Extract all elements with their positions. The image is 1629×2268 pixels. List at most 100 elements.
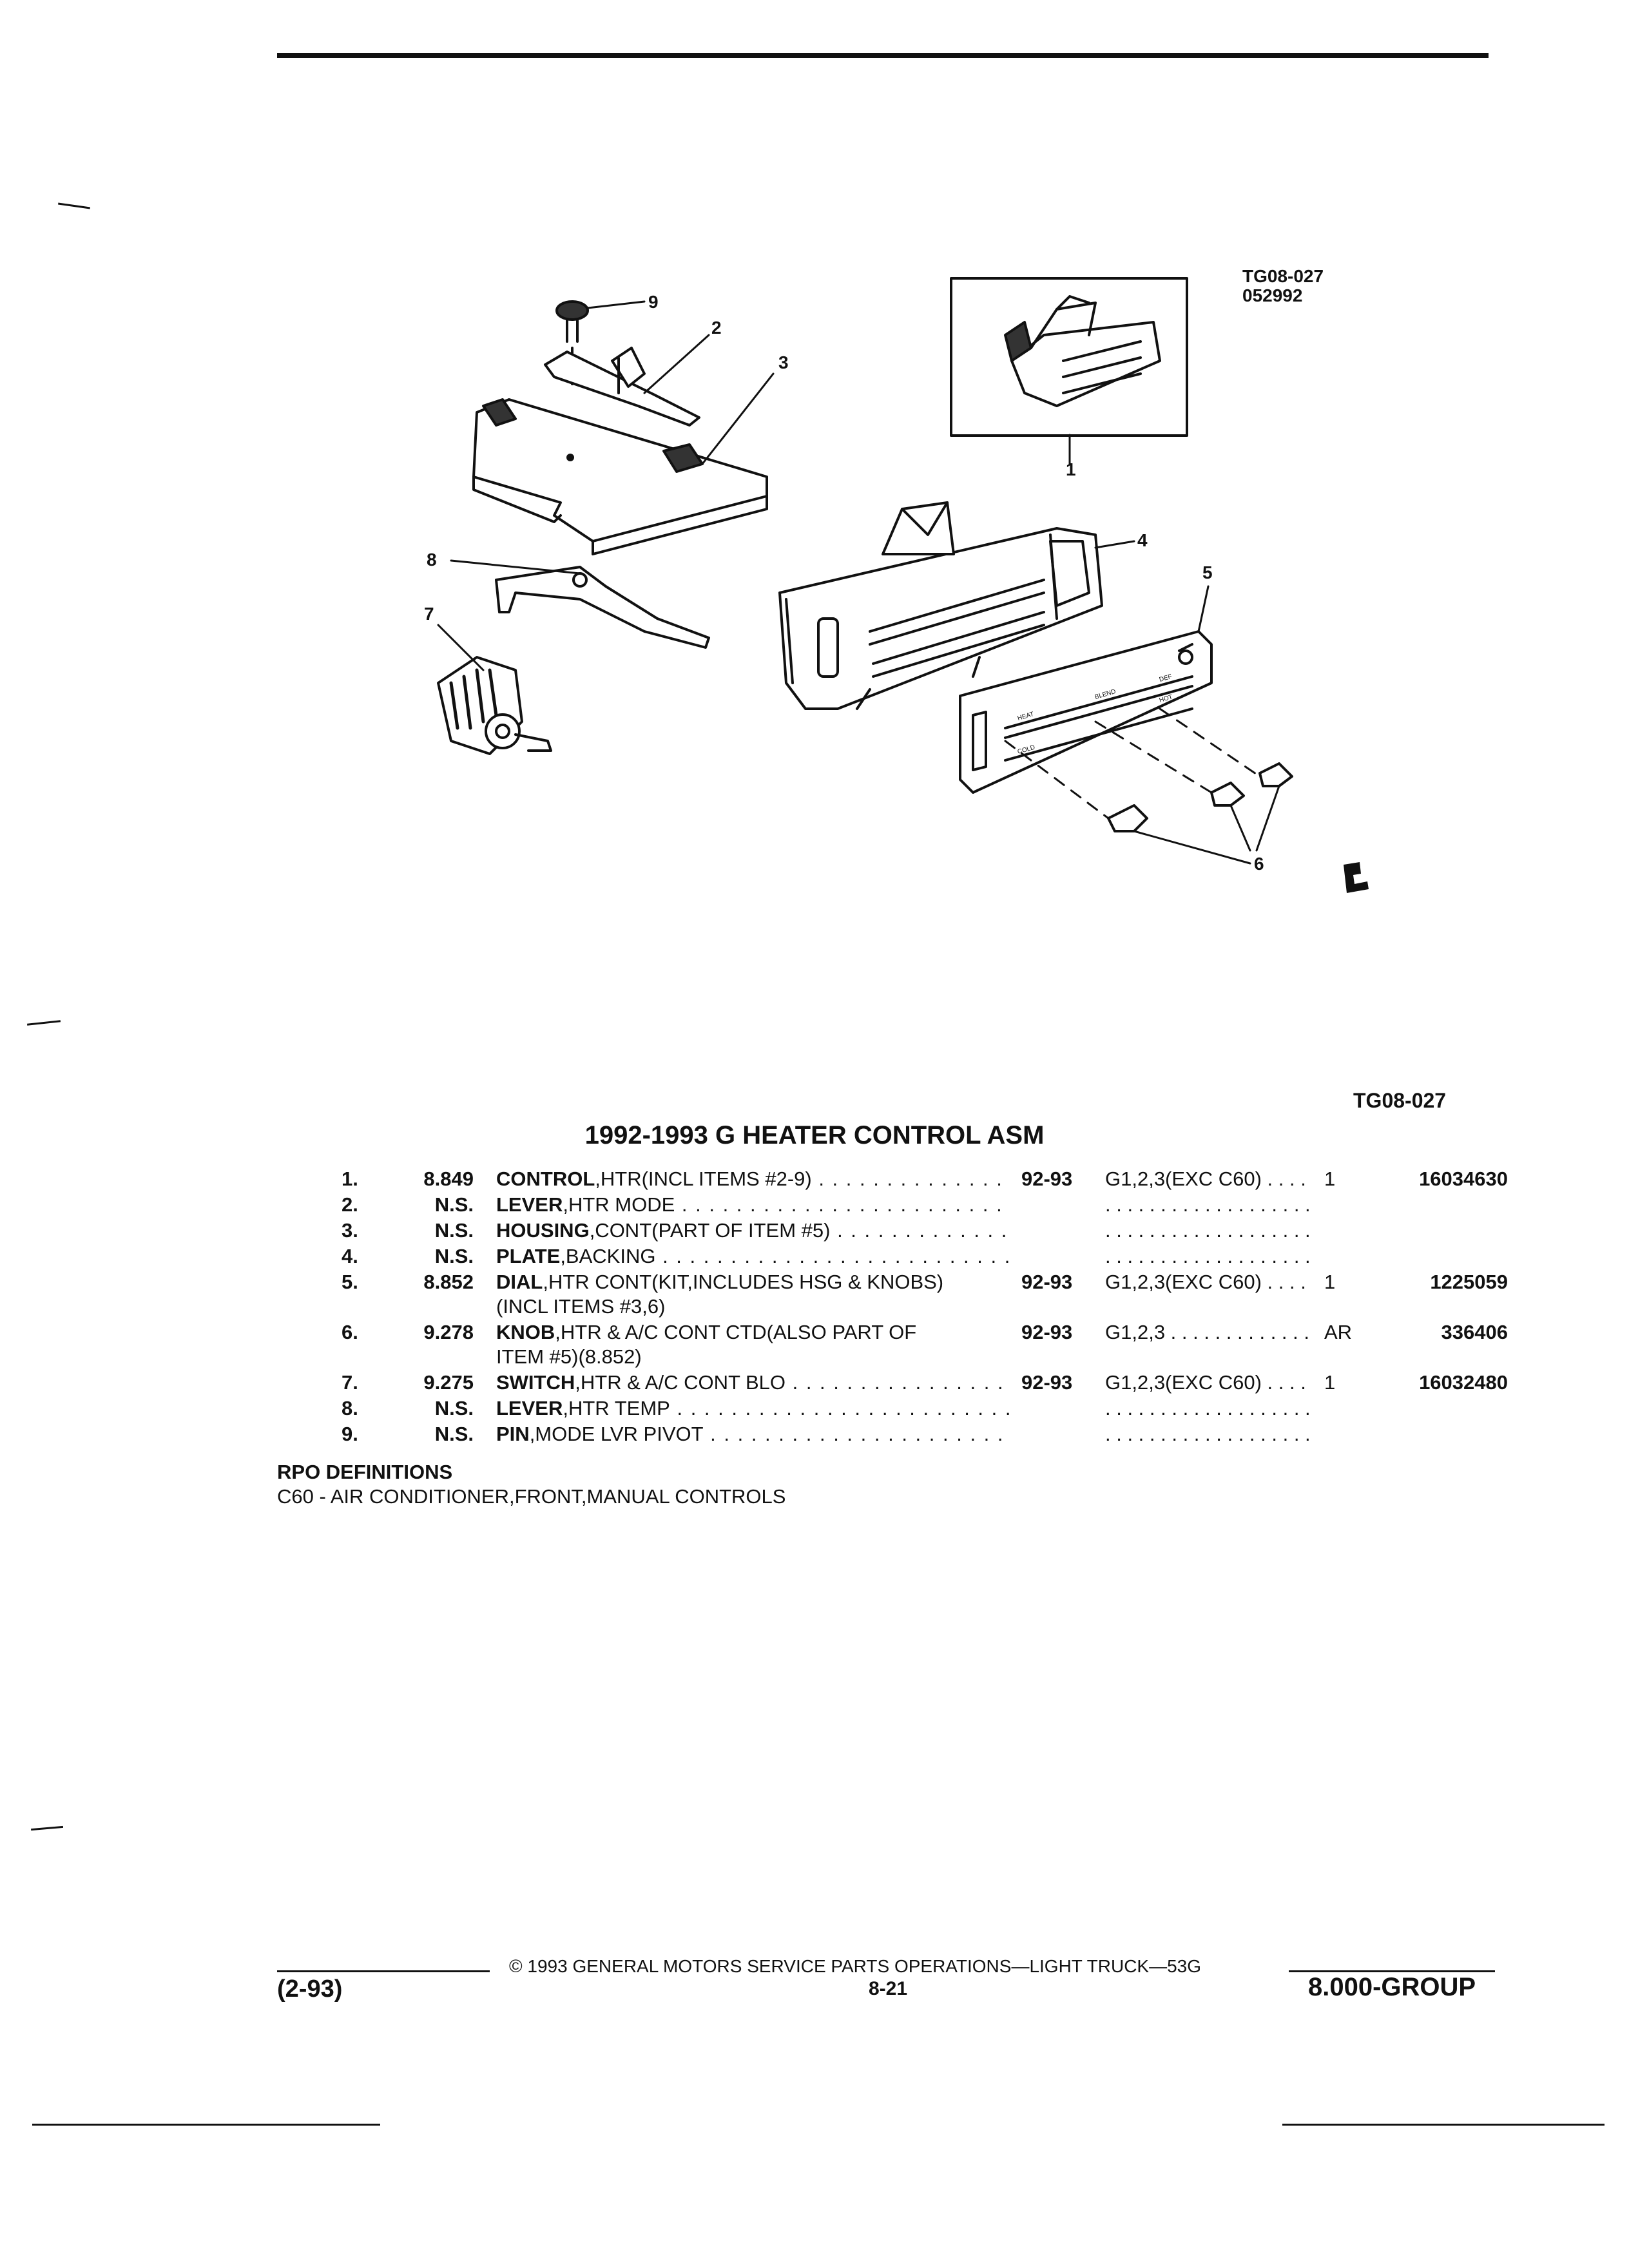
- catalog-code: N.S.: [434, 1245, 474, 1267]
- heater-control-exploded-diagram: HEAT BLEND DEF COLD HOT 1 2 3 4 5 6 7 8 …: [424, 277, 1369, 893]
- model-years: 92-93: [1021, 1321, 1073, 1343]
- knobs-drawing: [1107, 762, 1293, 832]
- quantity: 1: [1324, 1271, 1336, 1293]
- catalog-code: 9.275: [423, 1371, 474, 1394]
- table-row: 9.N.S.PIN,MODE LVR PIVOT . . . . . . . .…: [316, 1423, 1527, 1448]
- part-description: PIN,MODE LVR PIVOT . . . . . . . . . . .…: [496, 1423, 1012, 1446]
- part-name: CONTROL: [496, 1168, 595, 1190]
- part-name: PLATE: [496, 1245, 561, 1267]
- leader-dots: . . . . . . . . . . . . . . . . . . . . …: [818, 1168, 1012, 1190]
- part-detail: ,HTR MODE: [563, 1193, 675, 1216]
- part-detail: ,HTR(INCL ITEMS #2-9): [595, 1168, 812, 1190]
- leader-dots: . . . . . . . . . . . . . . . . . . . . …: [1105, 1423, 1311, 1445]
- part-name: LEVER: [496, 1397, 563, 1419]
- application: G1,2,3 . . . . . . . . . . . . . . . . .…: [1105, 1321, 1311, 1344]
- backing-plate-drawing: [472, 398, 768, 555]
- part-name: DIAL: [496, 1271, 543, 1293]
- catalog-code: N.S.: [434, 1423, 474, 1445]
- item-number: 3.: [342, 1219, 358, 1242]
- rpo-definition: C60 - AIR CONDITIONER,FRONT,MANUAL CONTR…: [277, 1485, 786, 1508]
- section-title: 1992-1993 G HEATER CONTROL ASM: [584, 1121, 1045, 1149]
- application: G1,2,3(EXC C60) . . . . . . . . . . . . …: [1105, 1271, 1311, 1294]
- leader-dots: . . . . . . . . . . . . . . . . . . . . …: [1267, 1371, 1311, 1394]
- leader-dots: . . . . . . . . . . . . . . . . . . . . …: [677, 1397, 1012, 1419]
- figure-reference: TG08-027 052992: [1242, 267, 1324, 305]
- part-description: SWITCH,HTR & A/C CONT BLO . . . . . . . …: [496, 1371, 1012, 1394]
- part-name: PIN: [496, 1423, 530, 1445]
- rpo-heading: RPO DEFINITIONS: [277, 1461, 453, 1483]
- callout-4: 4: [1137, 530, 1148, 550]
- part-name: SWITCH: [496, 1371, 575, 1394]
- application: . . . . . . . . . . . . . . . . . . . . …: [1105, 1245, 1311, 1268]
- catalog-code: 8.852: [423, 1271, 474, 1293]
- figure-date: 052992: [1242, 285, 1303, 305]
- part-number: 16034630: [1419, 1168, 1508, 1190]
- parts-list: 1. 8.849 CONTROL,HTR(INCL ITEMS #2-9) . . …: [316, 1168, 1527, 1448]
- table-row: 6. 9.278 KNOB,HTR & A/C CONT CTD(ALSO PART…: [316, 1321, 1527, 1371]
- table-row: 1. 8.849 CONTROL,HTR(INCL ITEMS #2-9) . . …: [316, 1168, 1527, 1193]
- mode-lever-drawing: [544, 347, 700, 427]
- top-rule: [277, 53, 1489, 58]
- callout-labels: 1 2 3 4 5 6 7 8 9: [424, 292, 1264, 874]
- catalog-code: 9.278: [423, 1321, 474, 1343]
- part-detail: ,HTR CONT(KIT,INCLUDES HSG & KNOBS): [543, 1271, 944, 1293]
- application: . . . . . . . . . . . . . . . . . . . . …: [1105, 1219, 1311, 1242]
- leader-dots: . . . . . . . . . . . . . . . . . . . . …: [1105, 1245, 1311, 1267]
- leader-dots: . . . . . . . . . . . . . . . . . . . . …: [710, 1423, 1012, 1445]
- footer-copyright: © 1993 GENERAL MOTORS SERVICE PARTS OPER…: [509, 1956, 1202, 1976]
- application-text: G1,2,3(EXC C60): [1105, 1371, 1262, 1394]
- leader-dots: . . . . . . . . . . . . . . . . . . . . …: [792, 1371, 1012, 1394]
- item-number: 1.: [342, 1168, 358, 1190]
- part-detail: ,HTR & A/C CONT BLO: [575, 1371, 786, 1394]
- leader-dots: . . . . . . . . . . . . . . . . . . . . …: [1267, 1168, 1311, 1190]
- callout-1: 1: [1066, 459, 1076, 479]
- svg-text:DEF: DEF: [1159, 673, 1173, 684]
- callout-6: 6: [1254, 854, 1264, 874]
- application: . . . . . . . . . . . . . . . . . . . . …: [1105, 1397, 1311, 1420]
- catalog-code: N.S.: [434, 1219, 474, 1242]
- callout-9: 9: [648, 292, 659, 312]
- leader-dots: . . . . . . . . . . . . . . . . . . . . …: [1170, 1321, 1311, 1343]
- callout-3: 3: [778, 352, 789, 372]
- part-description: KNOB,HTR & A/C CONT CTD(ALSO PART OF: [496, 1321, 1012, 1344]
- bottom-rule-right: [1282, 2124, 1605, 2126]
- part-description: LEVER,HTR MODE . . . . . . . . . . . . .…: [496, 1193, 1012, 1216]
- application-text: G1,2,3(EXC C60): [1105, 1271, 1262, 1293]
- application-text: G1,2,3(EXC C60): [1105, 1168, 1262, 1190]
- part-detail-continued: (INCL ITEMS #3,6): [496, 1295, 666, 1318]
- part-description: HOUSING,CONT(PART OF ITEM #5) . . . . . …: [496, 1219, 1012, 1242]
- leader-dots: . . . . . . . . . . . . . . . . . . . . …: [1105, 1219, 1311, 1242]
- table-row: 4. N.S. PLATE,BACKING . . . . . . . . . . …: [316, 1245, 1527, 1271]
- quantity: AR: [1324, 1321, 1353, 1343]
- application: G1,2,3(EXC C60) . . . . . . . . . . . . …: [1105, 1168, 1311, 1191]
- part-description: PLATE,BACKING . . . . . . . . . . . . . …: [496, 1245, 1012, 1268]
- footer-date-code: (2-93): [277, 1975, 343, 2003]
- item-number: 5.: [342, 1271, 358, 1293]
- table-row: 8.N.S.LEVER,HTR TEMP . . . . . . . . . .…: [316, 1397, 1527, 1423]
- catalog-code: N.S.: [434, 1397, 474, 1419]
- footer-rule-right: [1289, 1970, 1495, 1972]
- application-text: G1,2,3: [1105, 1321, 1166, 1343]
- table-row: 2. N.S. LEVER,HTR MODE . . . . . . . . . .…: [316, 1193, 1527, 1219]
- quantity: 1: [1324, 1371, 1336, 1394]
- application: . . . . . . . . . . . . . . . . . . . . …: [1105, 1193, 1311, 1216]
- model-years: 92-93: [1021, 1371, 1073, 1394]
- part-detail: ,MODE LVR PIVOT: [529, 1423, 704, 1445]
- catalog-code: 8.849: [423, 1168, 474, 1190]
- item-number: 6.: [342, 1321, 358, 1343]
- quantity: 1: [1324, 1168, 1336, 1190]
- part-number: 16032480: [1419, 1371, 1508, 1394]
- item-number: 4.: [342, 1245, 358, 1267]
- callout-5: 5: [1202, 562, 1213, 582]
- application: G1,2,3(EXC C60) . . . . . . . . . . . . …: [1105, 1371, 1311, 1394]
- blower-switch-drawing: [437, 656, 552, 755]
- part-description: DIAL,HTR CONT(KIT,INCLUDES HSG & KNOBS): [496, 1271, 1012, 1294]
- callout-8: 8: [427, 550, 437, 570]
- part-name: KNOB: [496, 1321, 555, 1343]
- table-row: 5. 8.852 DIAL,HTR CONT(KIT,INCLUDES HSG & …: [316, 1271, 1527, 1321]
- footer-group: 8.000-GROUP: [1308, 1973, 1476, 2001]
- catalog-code: N.S.: [434, 1193, 474, 1216]
- callout-2: 2: [711, 318, 722, 338]
- item-number: 2.: [342, 1193, 358, 1216]
- diagram-code: TG08-027: [1353, 1089, 1447, 1112]
